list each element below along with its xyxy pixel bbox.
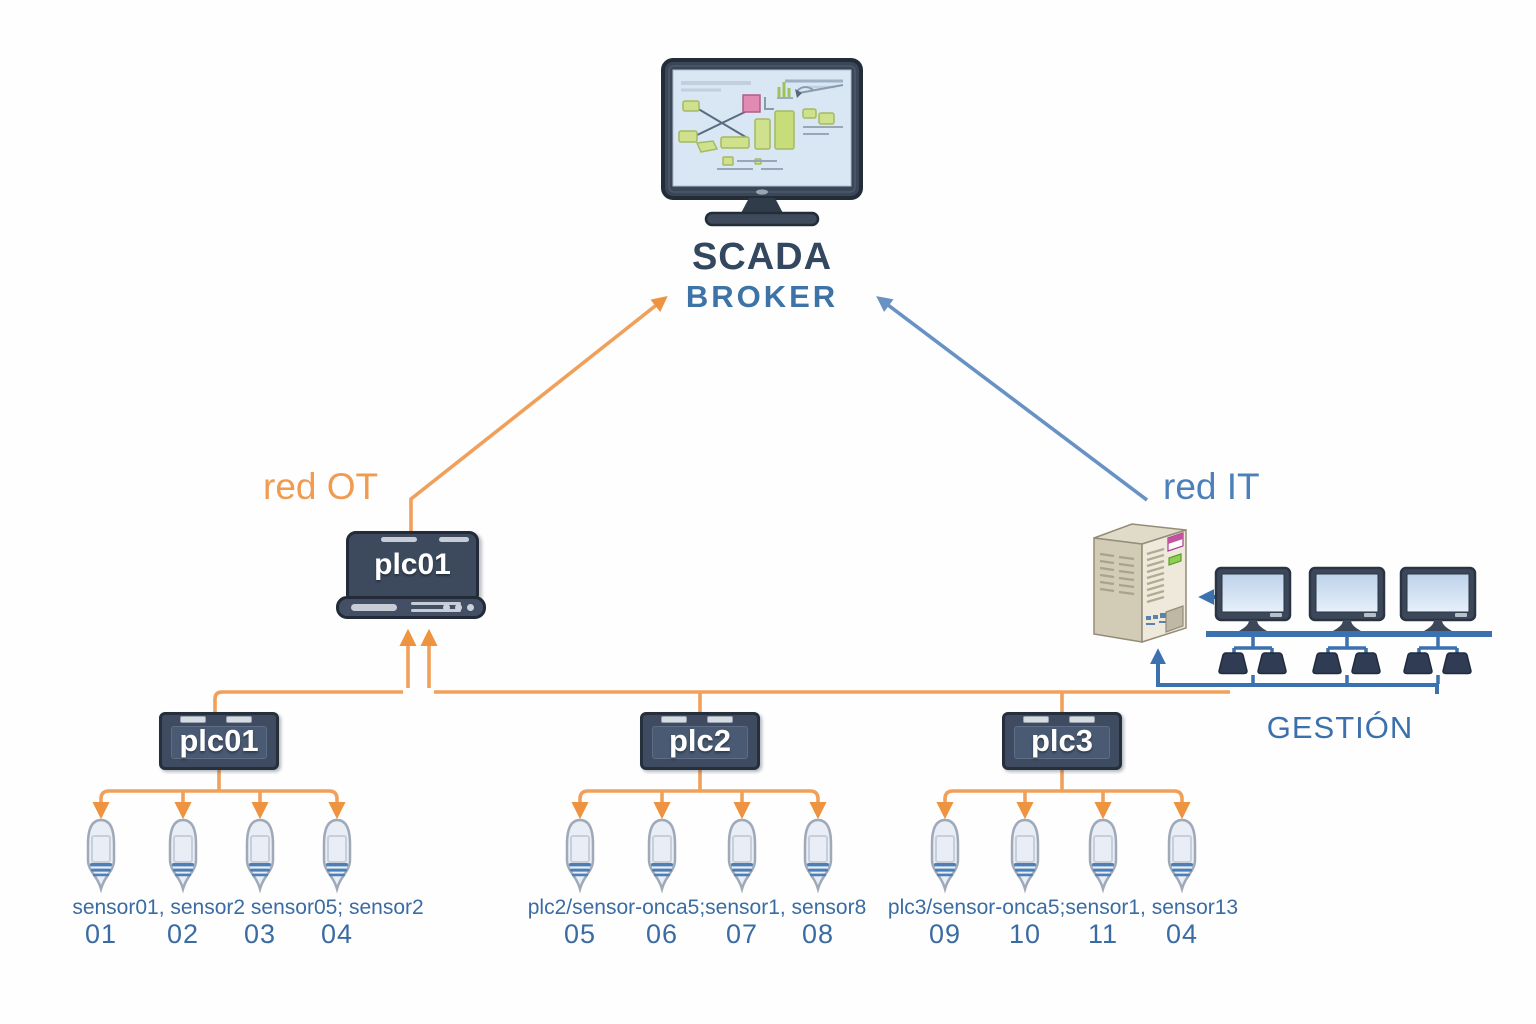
sensor-hopper-icon — [322, 818, 352, 891]
plc2-label: plc2 — [668, 723, 732, 758]
ot-wiring — [92, 296, 1230, 820]
keyboard-icon — [1403, 652, 1433, 675]
scada-monitor-icon — [661, 58, 863, 227]
sensor-hopper-icon — [86, 818, 116, 891]
sensor-hopper-icon — [565, 818, 595, 891]
plc-faceplate — [171, 726, 267, 759]
scada-screen-flowchart — [678, 79, 844, 170]
gateway-base-dot — [467, 604, 474, 611]
plc3-sensor-caption: plc3/sensor-onca5;sensor1, sensor13 — [887, 896, 1239, 919]
sensor-id: 01 — [84, 919, 118, 949]
sensor-id: 02 — [166, 919, 200, 949]
plc1-sensor-caption: sensor01, sensor2 sensor05; sensor2 — [72, 896, 424, 919]
plc-rail-tab — [226, 716, 252, 723]
sensor-id: 07 — [725, 919, 759, 949]
gateway-base-line — [411, 609, 461, 612]
gateway-laptop-base — [336, 596, 486, 619]
sensor-hopper-icon — [245, 818, 275, 891]
sensor-id: 09 — [928, 919, 962, 949]
server-front-vents — [1146, 547, 1165, 604]
plc-rail-tab — [1069, 716, 1095, 723]
ot-network-label: red OT — [263, 466, 379, 507]
keyboard-icon — [1257, 652, 1287, 675]
workstation-monitor-icon — [1214, 566, 1292, 633]
keyboard-icon — [1312, 652, 1342, 675]
keyboard-icon — [1442, 652, 1472, 675]
plc-faceplate — [652, 726, 748, 759]
gateway-base-dot — [443, 604, 450, 611]
gateway-laptop-icon: plc01 — [346, 531, 479, 599]
server-front-labels — [1146, 613, 1166, 625]
sensor-id: 03 — [243, 919, 277, 949]
plc-rail-tab — [707, 716, 733, 723]
plc-module-icon: plc2 — [640, 712, 760, 770]
gateway-base-dot — [455, 604, 462, 611]
plc1-drop-1 — [92, 789, 110, 820]
sensor-hopper-icon — [168, 818, 198, 891]
gateway-label: plc01 — [374, 548, 451, 581]
sensor-hopper-icon — [727, 818, 757, 891]
plc3-drop-4 — [1173, 789, 1191, 820]
plc3-label: plc3 — [1030, 723, 1094, 758]
plc2-drop-1 — [571, 789, 589, 820]
plc-rail-tab — [661, 716, 687, 723]
workstation-monitor-icon — [1308, 566, 1386, 633]
sensor-hopper-icon — [1010, 818, 1040, 891]
ot-bus-left — [213, 690, 403, 712]
sensor-hopper-icon — [803, 818, 833, 891]
workstation-monitor-icon — [1399, 566, 1477, 633]
plc2-sensor-caption: plc2/sensor-onca5;sensor1, sensor8 — [527, 896, 867, 919]
it-network-label: red IT — [1163, 466, 1260, 507]
keyboard-icon — [1218, 652, 1248, 675]
it-wiring — [876, 296, 1492, 694]
broker-title: BROKER — [685, 279, 839, 314]
sensor-id: 04 — [320, 919, 354, 949]
sensor-id: 05 — [563, 919, 597, 949]
sensor-hopper-icon — [647, 818, 677, 891]
gateway-base-pill — [351, 604, 397, 611]
plc-module-icon: plc01 — [159, 712, 279, 770]
gateway-base-line — [411, 602, 461, 605]
plc-rail-tab — [1023, 716, 1049, 723]
plc1-label: plc01 — [179, 723, 259, 758]
plc-rail-tab — [180, 716, 206, 723]
sensor-id: 06 — [645, 919, 679, 949]
server-side-vents — [1099, 552, 1135, 596]
sensor-id: 08 — [801, 919, 835, 949]
management-bus-to-server-arrow — [1150, 648, 1439, 694]
sensor-id: 11 — [1087, 919, 1119, 949]
server-to-broker-arrow — [876, 296, 1149, 502]
server-tower-icon — [1093, 523, 1187, 644]
plc-module-icon: plc3 — [1002, 712, 1122, 770]
plc2-drop-4 — [809, 789, 827, 820]
gateway-top-dash — [439, 537, 469, 542]
sensor-id: 04 — [1165, 919, 1199, 949]
server-power-led — [1168, 553, 1182, 566]
plc3-drop-1 — [936, 789, 954, 820]
management-label: GESTIÓN — [1266, 710, 1414, 745]
sensor-hopper-icon — [930, 818, 960, 891]
workstation-taps — [1232, 637, 1459, 684]
plc1-drop-4 — [328, 789, 346, 820]
sensor-hopper-icon — [1167, 818, 1197, 891]
keyboard-icon — [1351, 652, 1381, 675]
sensor-id: 10 — [1008, 919, 1042, 949]
gateway-top-dash — [381, 537, 417, 542]
scada-title: SCADA — [691, 236, 833, 278]
gateway-to-broker-arrow — [409, 296, 668, 534]
plc-faceplate — [1014, 726, 1110, 759]
sensor-hopper-icon — [1088, 818, 1118, 891]
